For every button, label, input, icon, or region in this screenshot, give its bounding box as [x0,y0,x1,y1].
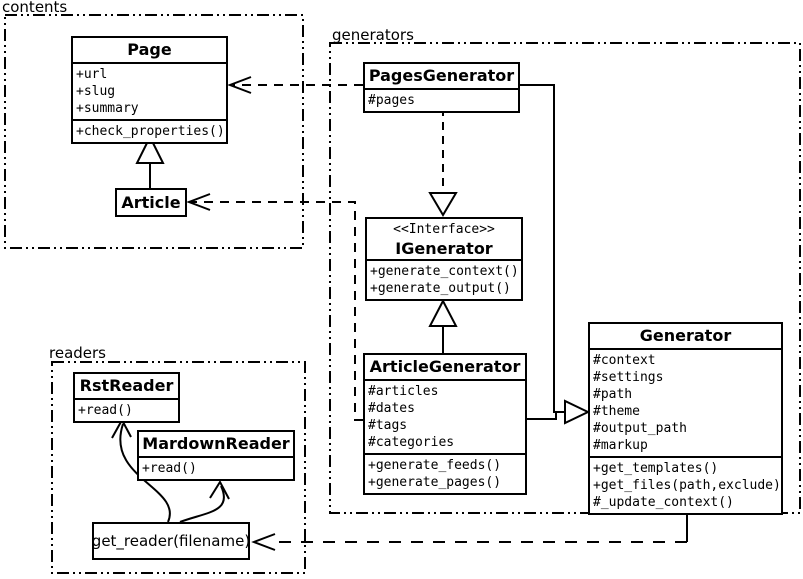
class-articlegenerator-title: ArticleGenerator [369,357,521,376]
class-rstreader: RstReader +read() [73,372,180,423]
class-generator-methods: +get_templates() +get_files(path,exclude… [590,456,781,513]
attribute: #output_path [593,421,687,436]
attribute: #dates [368,401,415,416]
generalization-triangle-igenerator-bottom [428,298,458,327]
class-article: Article [115,188,187,217]
articlegenerator-uses-article-line [191,201,363,421]
package-generators-border [329,42,801,514]
class-generator-title: Generator [639,326,732,345]
getreader-label: get_reader(filename) [91,532,251,550]
attribute: +summary [76,101,139,116]
method: +read() [78,403,133,418]
package-contents-border [4,14,304,249]
class-mardownreader-title: MardownReader [142,434,290,453]
method: #_update_context() [593,495,734,510]
package-label-readers: readers [49,344,106,362]
package-label-generators: generators [332,26,414,44]
open-arrowhead-article [186,193,211,211]
open-arrowhead-mardownreader [209,479,230,500]
attribute: #theme [593,404,640,419]
open-arrowhead-getreader [251,533,276,551]
class-igenerator-header: <<Interface>> IGenerator [367,219,521,259]
class-pagesgenerator: PagesGenerator #pages [363,62,520,113]
generalization-triangle-generator [564,399,591,425]
generalization-triangle-page [135,134,165,164]
class-article-title: Article [121,193,181,212]
attribute: #tags [368,418,408,433]
class-generator: Generator #context #settings #path #them… [588,322,783,515]
getreader-function-box: get_reader(filename) [92,522,250,560]
class-rstreader-title: RstReader [79,376,174,395]
class-igenerator-title: IGenerator [395,239,493,258]
class-page-methods: +check_properties() [73,119,226,142]
class-mardownreader-methods: +read() [139,456,293,479]
class-page: Page +url +slug +summary +check_properti… [71,36,228,144]
attribute: +slug [76,84,116,99]
attribute: #markup [593,438,648,453]
method: +generate_feeds() [368,458,502,473]
interface-stereotype: <<Interface>> [393,222,495,237]
method: +generate_context() [370,264,519,279]
package-label-contents: contents [2,0,68,16]
class-igenerator-methods: +generate_context() +generate_output() [367,259,521,299]
class-page-attributes: +url +slug +summary [73,62,226,119]
articlegenerator-extends-generator-line [527,411,565,420]
attribute: #articles [368,384,439,399]
class-rstreader-methods: +read() [75,398,178,421]
method: +read() [142,461,197,476]
method: +get_files(path,exclude) [593,478,781,493]
method: +generate_pages() [368,475,502,490]
attribute: #settings [593,370,664,385]
class-articlegenerator-attributes: #articles #dates #tags #categories [365,379,525,453]
open-arrowhead-page [227,76,252,94]
class-page-title: Page [127,40,172,59]
method: +get_templates() [593,461,719,476]
getreader-to-mardownreader-curve [179,485,225,523]
class-articlegenerator-methods: +generate_feeds() +generate_pages() [365,453,525,493]
method: +generate_output() [370,281,511,296]
class-pagesgenerator-title: PagesGenerator [368,66,515,85]
attribute: +url [76,67,108,82]
class-igenerator: <<Interface>> IGenerator +generate_conte… [365,217,523,301]
class-generator-attributes: #context #settings #path #theme #output_… [590,348,781,456]
class-pagesgenerator-attributes: #pages [365,88,518,111]
realization-triangle-igenerator-top [428,192,458,217]
class-mardownreader: MardownReader +read() [137,430,295,481]
attribute: #context [593,353,656,368]
attribute: #pages [368,93,415,108]
attribute: #path [593,387,633,402]
attribute: #categories [368,435,455,450]
package-readers-border [51,361,306,574]
method: +check_properties() [76,124,225,139]
class-articlegenerator: ArticleGenerator #articles #dates #tags … [363,353,527,495]
